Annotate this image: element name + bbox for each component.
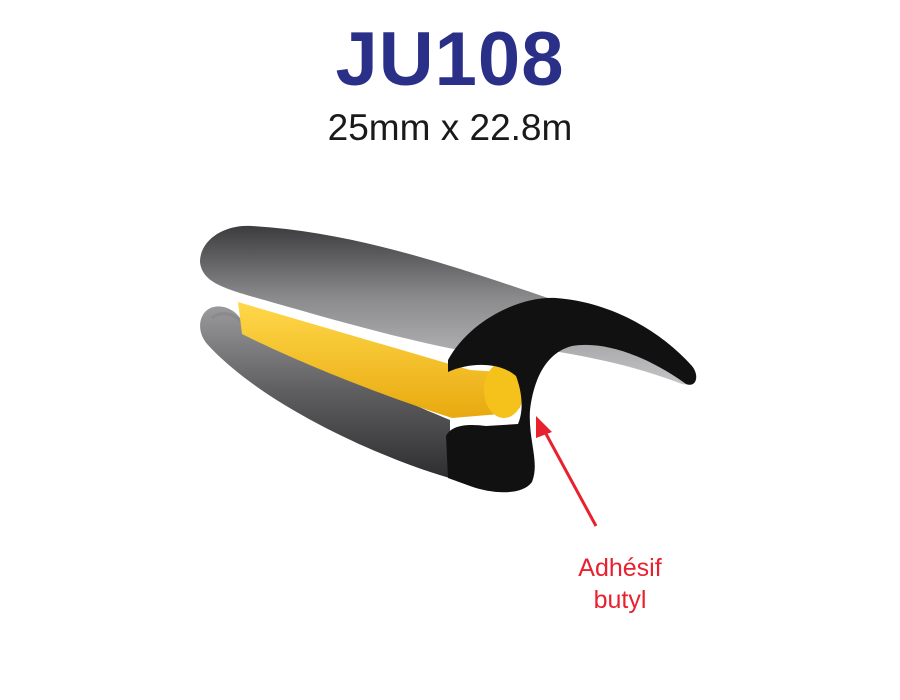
product-code: JU108 xyxy=(335,17,565,102)
profile-cross-section xyxy=(446,297,697,493)
adhesive-callout: Adhésif butyl xyxy=(540,552,700,616)
callout-line-2: butyl xyxy=(593,586,647,614)
lower-lip xyxy=(200,306,450,478)
callout-arrow-head xyxy=(536,416,552,438)
callout-arrow-line xyxy=(543,431,598,527)
adhesive-end xyxy=(484,362,524,418)
adhesive-strip xyxy=(238,302,520,418)
callout-line-1: Adhésif xyxy=(578,554,662,582)
product-dimensions: 25mm x 22.8m xyxy=(327,107,573,148)
